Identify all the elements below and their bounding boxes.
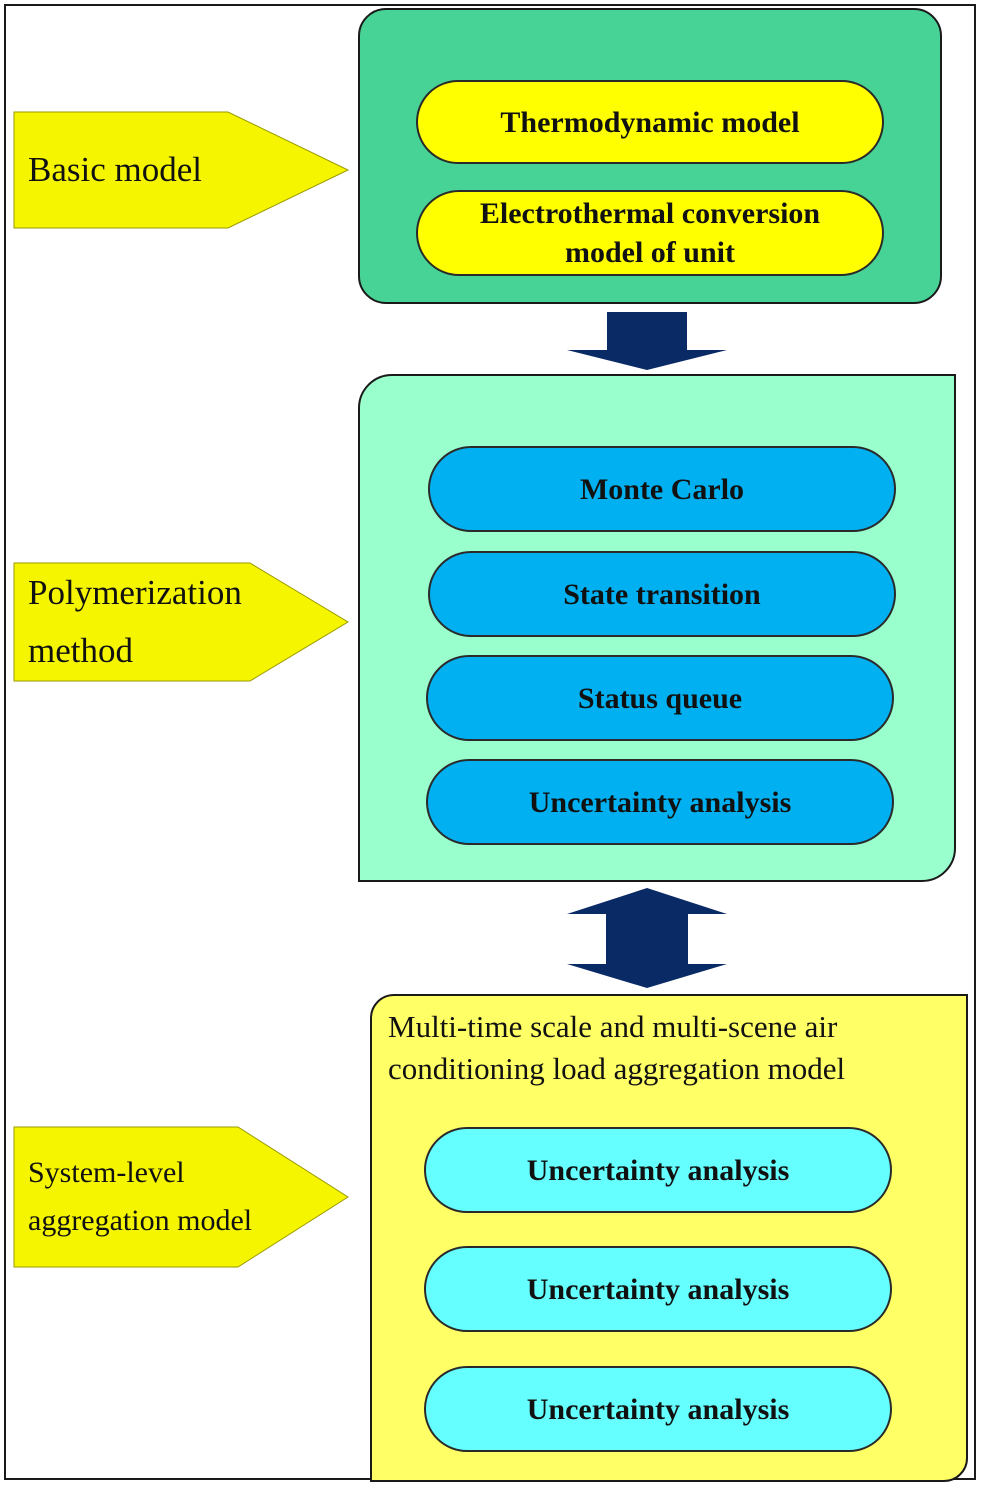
stage-label-polymerization-method: Polymerization method [28,563,278,681]
pill-state-transition: State transition [428,551,896,637]
stage-label-line: System-level [28,1156,185,1189]
pill-text: Uncertainty analysis [528,785,792,819]
pill-text: Electrothermal conversion [479,197,821,230]
arrow-down-icon [567,312,727,370]
pill-text: Thermodynamic model [500,105,800,139]
stage-label-line: aggregation model [28,1204,253,1237]
pill-uncertainty-analysis: Uncertainty analysis [424,1127,892,1213]
pill-status-queue: Status queue [426,655,894,741]
arrow-double-icon [567,888,727,988]
stage-label-line: Basic model [28,150,202,189]
label-arrow-polymerization-method [13,562,349,682]
pill-text: Monte Carlo [579,472,745,506]
pill-text: Status queue [577,681,743,715]
pill-uncertainty-analysis: Uncertainty analysis [424,1366,892,1452]
pill-monte-carlo: Monte Carlo [428,446,896,532]
pill-text: Uncertainty analysis [526,1392,790,1426]
pill-text: State transition [563,577,761,611]
label-arrow-basic-model [13,111,350,229]
stage-label-line: Polymerization [28,573,242,612]
panel-title-line: Multi-time scale and multi-scene air [388,1009,838,1044]
pill-electrothermal-conversion: Electrothermal conversion model of unit [416,190,884,276]
pill-text: model of unit [564,236,735,269]
pill-uncertainty-analysis: Uncertainty analysis [424,1246,892,1332]
pill-text: Uncertainty analysis [526,1153,790,1187]
pill-text: Uncertainty analysis [526,1272,790,1306]
stage-label-system-level: System-level aggregation model [28,1127,278,1267]
label-arrow-system-level [13,1126,349,1268]
pill-uncertainty-analysis: Uncertainty analysis [426,759,894,845]
panel-title: Multi-time scale and multi-scene air con… [388,1006,950,1090]
stage-label-line: method [28,631,133,670]
stage-label-basic-model: Basic model [28,112,248,228]
pill-thermodynamic-model: Thermodynamic model [416,80,884,164]
panel-title-line: conditioning load aggregation model [388,1051,846,1086]
